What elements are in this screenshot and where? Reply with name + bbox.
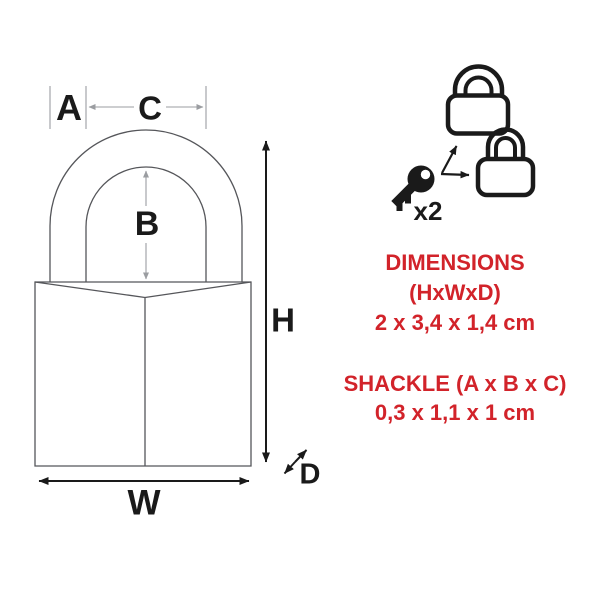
padlock-2-shackle-inner <box>494 136 517 163</box>
key-to-locks-arrows <box>440 145 470 179</box>
specs-text: DIMENSIONS (HxWxD) 2 x 3,4 x 1,4 cm SHAC… <box>344 248 567 428</box>
dimensions-title: DIMENSIONS <box>385 250 525 275</box>
padlock-1-shackle-inner <box>463 75 494 99</box>
depth-arrow <box>283 449 308 475</box>
padlock-icon-2 <box>475 127 536 198</box>
dimensions-subtitle: (HxWxD) <box>409 280 501 305</box>
dimension-guides <box>49 86 207 280</box>
label-shackle-clearance-b: B <box>134 205 160 243</box>
shackle-title: SHACKLE (A x B x C) <box>343 371 567 396</box>
lock-body <box>34 281 252 467</box>
lock-body-chamfer <box>34 281 252 299</box>
padlock-2-body <box>475 156 536 198</box>
label-width-w: W <box>127 483 161 523</box>
padlock-2-shackle-outer <box>485 127 526 163</box>
key-arrow-lower <box>440 170 470 179</box>
shackle-inner-arch <box>85 166 207 282</box>
key-icon <box>391 165 435 211</box>
label-shackle-span-c: C <box>138 89 162 127</box>
padlock-outline <box>34 129 252 467</box>
label-height-h: H <box>271 301 295 339</box>
shackle-value: 0,3 x 1,1 x 1 cm <box>374 400 536 425</box>
label-depth-d: D <box>299 458 321 491</box>
padlock-1-body <box>445 93 511 136</box>
dimensions-value: 2 x 3,4 x 1,4 cm <box>374 310 536 335</box>
label-shackle-thickness-a: A <box>56 87 82 128</box>
label-keys-count: x2 <box>413 196 443 226</box>
key-arrow-upper <box>441 145 458 174</box>
padlock-1-shackle-outer <box>452 64 505 99</box>
padlock-technical-drawing <box>34 86 308 485</box>
keyed-alike-illustration <box>391 64 536 211</box>
padlock-icon-1 <box>445 64 511 136</box>
shackle-outer-arch <box>49 129 243 282</box>
